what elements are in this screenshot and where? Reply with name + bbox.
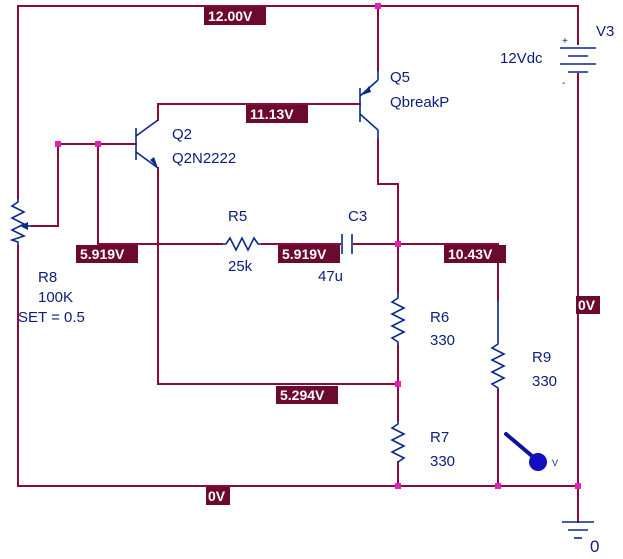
- node-dot: [395, 483, 401, 489]
- node-dot: [375, 3, 381, 9]
- node-dot: [495, 483, 501, 489]
- r8-value-label: 100K: [38, 289, 73, 306]
- node-dot: [95, 141, 101, 147]
- r7-value-label: 330: [430, 453, 455, 470]
- resistor-r9[interactable]: R9 330: [490, 300, 557, 390]
- ground-label: 0: [590, 537, 599, 556]
- ground-symbol: 0: [562, 521, 599, 556]
- battery-minus-sign: -: [562, 78, 565, 89]
- voltage-tag-ground-rail: 0V: [206, 487, 230, 505]
- wire-q5-base: [157, 103, 361, 121]
- probe-label: V: [552, 458, 558, 468]
- svg-text:12.00V: 12.00V: [208, 8, 253, 24]
- r6-name-label: R6: [430, 309, 449, 326]
- node-dot: [395, 241, 401, 247]
- svg-text:5.294V: 5.294V: [280, 387, 325, 403]
- r7-name-label: R7: [430, 429, 449, 446]
- v3-name-label: V3: [596, 23, 614, 40]
- battery-v3[interactable]: + - V3 12Vdc: [500, 23, 614, 89]
- r8-name-label: R8: [38, 269, 57, 286]
- wire-q2-base-node: [97, 143, 223, 245]
- v3-value-label: 12Vdc: [500, 50, 543, 67]
- resistor-r7[interactable]: R7 330: [390, 420, 455, 470]
- voltage-tag-q5-base: 11.13V: [246, 105, 308, 123]
- voltage-tag-r5-left: 5.919V: [76, 245, 138, 263]
- node-dot: [395, 381, 401, 387]
- svg-text:11.13V: 11.13V: [250, 106, 294, 122]
- r9-value-label: 330: [532, 373, 557, 390]
- svg-text:5.919V: 5.919V: [80, 246, 125, 262]
- r6-value-label: 330: [430, 332, 455, 349]
- svg-text:10.43V: 10.43V: [448, 246, 493, 262]
- resistor-r5[interactable]: R5 25k: [222, 208, 262, 275]
- wire-top-rail: [17, 5, 579, 45]
- wire-c3-out: [353, 243, 499, 301]
- voltage-probe[interactable]: V: [504, 432, 558, 471]
- node-dot: [575, 483, 581, 489]
- probe-marker-icon: [529, 453, 547, 471]
- transistor-q5[interactable]: Q5 QbreakP: [359, 69, 449, 140]
- r8-set-label: SET = 0.5: [18, 309, 85, 326]
- voltage-tag-r5-right: 5.919V: [278, 245, 340, 263]
- svg-text:5.919V: 5.919V: [282, 246, 327, 262]
- node-dot: [55, 141, 61, 147]
- voltage-tag-v3-minus: 0V: [576, 296, 600, 314]
- r5-name-label: R5: [228, 208, 247, 225]
- wires: [17, 5, 579, 523]
- c3-value-label: 47u: [318, 268, 343, 285]
- wire-r8-wiper: [31, 143, 137, 227]
- q2-model-label: Q2N2222: [172, 150, 236, 167]
- q5-name-label: Q5: [390, 69, 410, 86]
- wire-q2-emitter: [157, 167, 399, 385]
- c3-name-label: C3: [348, 208, 367, 225]
- r9-name-label: R9: [532, 349, 551, 366]
- capacitor-c3[interactable]: C3 47u: [318, 208, 367, 285]
- transistor-q2[interactable]: Q2 Q2N2222: [135, 119, 236, 169]
- q2-name-label: Q2: [172, 126, 192, 143]
- wire-q5-collector: [377, 139, 399, 293]
- voltage-tag-emitter-node: 5.294V: [276, 386, 338, 404]
- r5-value-label: 25k: [228, 258, 253, 275]
- voltage-tag-top-rail: 12.00V: [204, 7, 266, 25]
- battery-plus-sign: +: [562, 36, 568, 47]
- resistor-r6[interactable]: R6 330: [390, 292, 455, 349]
- potentiometer-r8[interactable]: R8 100K SET = 0.5: [9, 198, 85, 326]
- node-dots: [55, 3, 581, 489]
- svg-text:0V: 0V: [578, 297, 596, 313]
- voltage-tag-c3-right: 10.43V: [444, 245, 506, 263]
- q5-model-label: QbreakP: [390, 94, 449, 111]
- svg-text:0V: 0V: [208, 488, 226, 504]
